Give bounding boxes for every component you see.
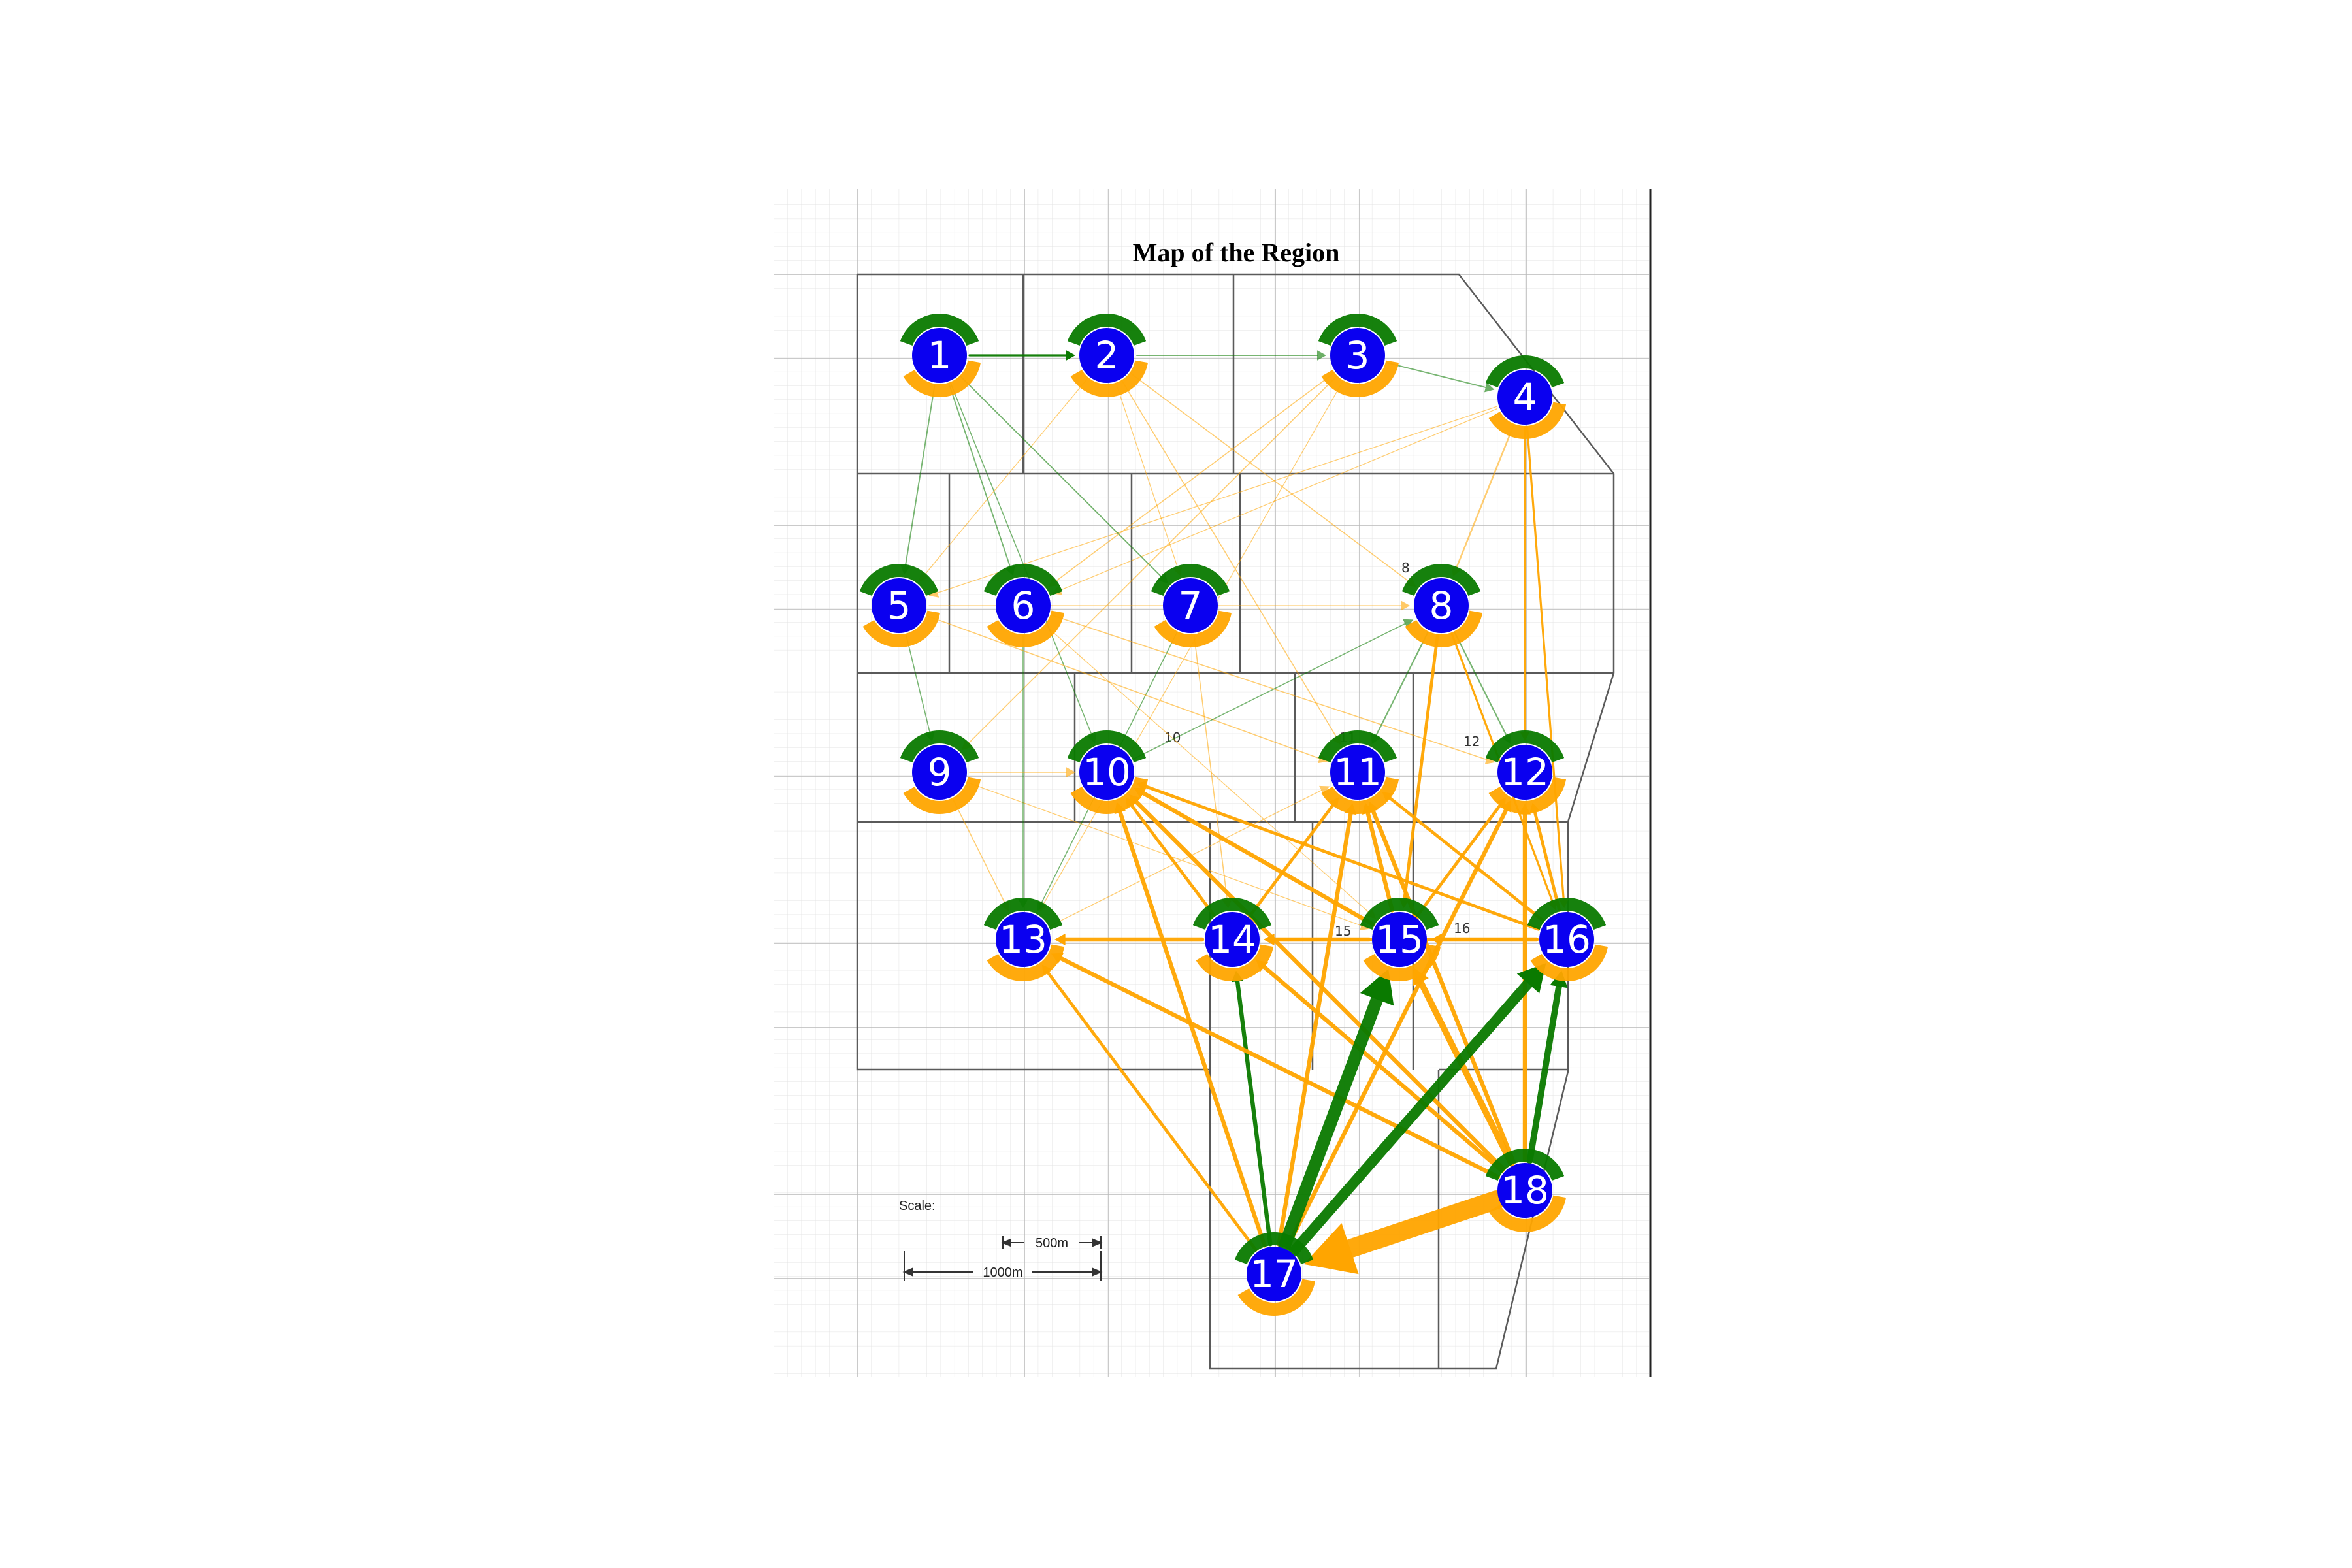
node-label: 14	[1208, 917, 1256, 962]
node-ring	[900, 730, 981, 815]
node-6[interactable]: 6	[996, 578, 1051, 633]
node-circle[interactable]	[1079, 745, 1134, 800]
node-18[interactable]: 18	[1497, 1163, 1552, 1218]
zone-label: 16	[1454, 921, 1470, 936]
node-circle[interactable]	[1205, 912, 1260, 967]
flow-arrow	[1136, 350, 1326, 361]
node-label: 8	[1429, 583, 1454, 628]
flow-arrow	[1288, 963, 1546, 1257]
node-circle[interactable]	[1497, 1163, 1552, 1218]
node-ring	[1067, 313, 1149, 398]
node-label: 12	[1501, 750, 1549, 794]
scale-bar-1000m	[902, 1251, 1103, 1281]
node-ring	[1485, 1148, 1567, 1232]
node-14[interactable]: 14	[1205, 912, 1260, 967]
node-circle[interactable]	[1330, 328, 1385, 383]
node-label: 2	[1095, 333, 1119, 378]
flow-arrow	[1303, 1190, 1506, 1275]
node-ring	[1485, 730, 1567, 814]
node-ring	[983, 897, 1065, 982]
node-ring	[900, 313, 981, 398]
node-circle[interactable]	[1497, 370, 1552, 425]
node-2[interactable]: 2	[1079, 328, 1134, 383]
node-8[interactable]: 8	[1414, 578, 1469, 633]
node-ring	[1192, 897, 1274, 982]
node-12[interactable]: 12	[1497, 745, 1552, 800]
flow-arrow	[968, 350, 1075, 361]
node-circle[interactable]	[912, 328, 967, 383]
node-1[interactable]: 1	[912, 328, 967, 383]
node-label: 18	[1501, 1168, 1549, 1213]
node-circle[interactable]	[1497, 745, 1552, 800]
node-label: 1	[928, 333, 952, 378]
node-4[interactable]: 4	[1497, 370, 1552, 425]
node-label: 3	[1346, 333, 1370, 378]
node-7[interactable]: 7	[1163, 578, 1218, 633]
node-circle[interactable]	[1163, 578, 1218, 633]
node-17[interactable]: 17	[1247, 1247, 1301, 1301]
node-3[interactable]: 3	[1330, 328, 1385, 383]
node-circle[interactable]	[1414, 578, 1469, 633]
scale-bar-500m	[1001, 1236, 1103, 1249]
node-circle[interactable]	[1247, 1247, 1301, 1301]
node-ring	[1401, 563, 1483, 647]
zone-label: 15	[1335, 923, 1351, 939]
node-ring	[1318, 730, 1399, 814]
node-circle[interactable]	[996, 912, 1051, 967]
node-label: 9	[928, 750, 952, 794]
node-circle[interactable]	[1079, 328, 1134, 383]
scale-bar: Scale: 500m 1000m	[899, 1199, 1103, 1281]
node-ring	[1234, 1232, 1316, 1316]
flow-arrow	[1264, 933, 1372, 946]
flow-arrow	[1386, 362, 1495, 393]
zone-boundaries	[856, 273, 1615, 1370]
node-label: 4	[1513, 375, 1537, 419]
flow-arrow	[969, 767, 1075, 777]
node-9[interactable]: 9	[912, 745, 967, 800]
flow-arrow	[1054, 933, 1205, 946]
node-ring	[1318, 313, 1399, 397]
node-16[interactable]: 16	[1539, 912, 1594, 967]
node-ring	[1151, 563, 1232, 648]
node-11[interactable]: 11	[1330, 745, 1385, 800]
node-ring	[1485, 355, 1567, 439]
node-ring	[1067, 730, 1149, 815]
node-ring	[859, 563, 941, 648]
scale-label: Scale:	[899, 1199, 936, 1213]
node-circle[interactable]	[1330, 745, 1385, 800]
node-label: 13	[999, 917, 1047, 962]
map-title: Map of the Region	[1133, 238, 1340, 267]
node-label: 15	[1375, 917, 1424, 962]
node-rings	[859, 313, 1609, 1316]
node-circle[interactable]	[912, 745, 967, 800]
node-label: 16	[1543, 917, 1591, 962]
node-15[interactable]: 15	[1372, 912, 1427, 967]
zone-label: 12	[1463, 734, 1480, 749]
node-ring	[1527, 897, 1609, 981]
scale-1000m-label: 1000m	[983, 1266, 1022, 1280]
node-label: 11	[1333, 750, 1382, 794]
node-ring	[983, 563, 1065, 648]
node-label: 5	[887, 583, 911, 628]
node-circle[interactable]	[996, 578, 1051, 633]
node-10[interactable]: 10	[1079, 745, 1134, 800]
flow-arrow	[1049, 785, 1330, 927]
zone-label: 8	[1401, 560, 1410, 576]
node-circle[interactable]	[872, 578, 926, 633]
node-5[interactable]: 5	[872, 578, 926, 633]
scale-500m-label: 500m	[1036, 1236, 1068, 1250]
node-13[interactable]: 13	[996, 912, 1051, 967]
flow-arrow	[1133, 619, 1414, 760]
node-label: 17	[1250, 1252, 1298, 1296]
node-label: 6	[1011, 583, 1036, 628]
node-label: 10	[1083, 750, 1131, 794]
node-ring	[1360, 897, 1441, 981]
node-circle[interactable]	[1539, 912, 1594, 967]
node-label: 7	[1179, 583, 1203, 628]
flow-arrow	[1431, 933, 1539, 946]
node-circle[interactable]	[1372, 912, 1427, 967]
